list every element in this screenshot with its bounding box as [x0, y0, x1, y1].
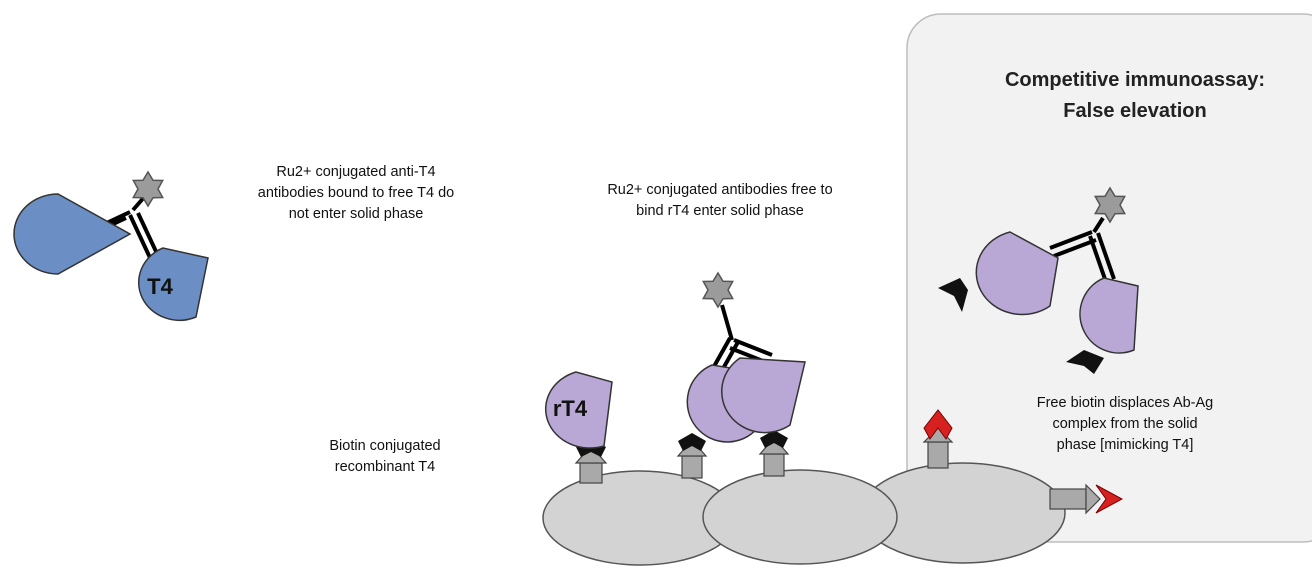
- bound-antibody: [687, 273, 805, 442]
- panel-title: Competitive immunoassay: False elevation: [940, 65, 1312, 127]
- blue-antibody-lobe: [14, 194, 130, 274]
- displace-note: Free biotin displaces Ab-Ag complex from…: [990, 393, 1260, 456]
- biotin-rt4-note: Biotin conjugated recombinant T4: [290, 436, 480, 478]
- biotin-linker: [678, 433, 706, 478]
- rt4-label: rT4: [553, 396, 588, 421]
- panel-title-line: False elevation: [940, 96, 1312, 127]
- purple-antibody-lobe: [722, 358, 805, 433]
- biotin-linker: [760, 430, 788, 476]
- free-antibody-note: Ru2+ conjugated antibodies free to bind …: [550, 180, 890, 222]
- ruthenium-label-icon: [703, 273, 732, 307]
- panel-title-line: Competitive immunoassay:: [940, 65, 1312, 96]
- free-t4-note: Ru2+ conjugated anti-T4 antibodies bound…: [206, 162, 506, 225]
- free-t4-antibody-complex: T4: [14, 172, 208, 320]
- rt4-molecule: rT4: [546, 372, 612, 448]
- solid-phase-bead: [703, 470, 897, 564]
- t4-label: T4: [147, 274, 173, 299]
- ruthenium-label-icon: [133, 172, 162, 206]
